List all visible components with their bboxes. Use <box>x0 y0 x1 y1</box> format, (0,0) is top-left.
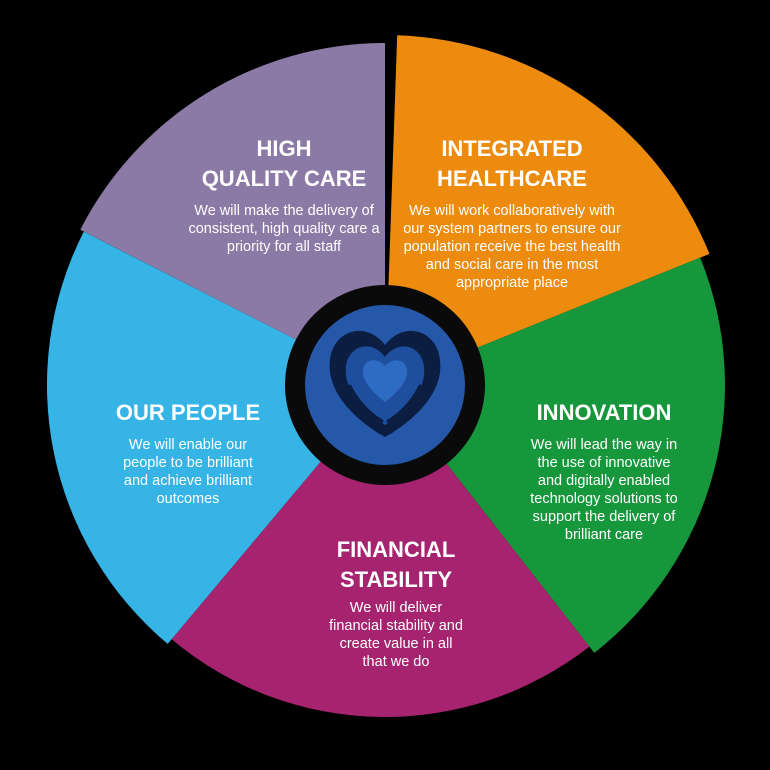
segment-title-integrated-healthcare: INTEGRATED <box>441 136 582 161</box>
segment-text-integrated-healthcare: We will work collaboratively with <box>409 203 615 219</box>
segment-text-innovation: brilliant care <box>565 527 643 543</box>
segment-title-high-quality-care: QUALITY CARE <box>202 166 367 191</box>
segment-title-high-quality-care: HIGH <box>257 136 312 161</box>
segment-our-people <box>46 231 386 644</box>
segment-text-high-quality-care: priority for all staff <box>227 239 342 255</box>
segment-title-financial-stability: STABILITY <box>340 567 452 592</box>
segment-text-innovation: support the delivery of <box>533 509 677 525</box>
segment-text-high-quality-care: We will make the delivery of <box>194 203 374 219</box>
segment-text-financial-stability: We will deliver <box>350 600 443 616</box>
segment-title-our-people: OUR PEOPLE <box>116 400 260 425</box>
segment-text-high-quality-care: consistent, high quality care a <box>188 221 380 237</box>
segment-title-financial-stability: FINANCIAL <box>337 537 456 562</box>
segment-title-integrated-healthcare: HEALTHCARE <box>437 166 587 191</box>
segment-text-financial-stability: create value in all <box>340 636 453 652</box>
heart-in-hands-icon <box>329 330 441 437</box>
segment-text-financial-stability: financial stability and <box>329 618 463 634</box>
segment-text-integrated-healthcare: our system partners to ensure our <box>403 221 621 237</box>
center-hub <box>285 285 485 485</box>
segment-high-quality-care <box>80 43 386 385</box>
segment-text-integrated-healthcare: population receive the best health <box>404 239 621 255</box>
segment-text-integrated-healthcare: and social care in the most <box>426 257 598 273</box>
segment-text-innovation: We will lead the way in <box>531 437 677 453</box>
segment-financial-stability <box>171 385 590 717</box>
labels-layer: HIGH QUALITY CARE We will make the deliver… <box>116 136 678 670</box>
segment-text-financial-stability: that we do <box>363 654 430 670</box>
segment-text-innovation: the use of innovative <box>537 455 670 471</box>
segment-text-integrated-healthcare: appropriate place <box>456 275 568 291</box>
segment-text-our-people: and achieve brilliant <box>124 473 252 489</box>
segment-integrated-healthcare <box>385 35 710 385</box>
segment-title-innovation: INNOVATION <box>537 400 672 425</box>
segment-text-our-people: people to be brilliant <box>123 455 253 471</box>
segment-text-innovation: and digitally enabled <box>538 473 670 489</box>
segment-text-our-people: We will enable our <box>129 437 247 453</box>
segment-text-innovation: technology solutions to <box>530 491 678 507</box>
segment-text-our-people: outcomes <box>157 491 220 507</box>
